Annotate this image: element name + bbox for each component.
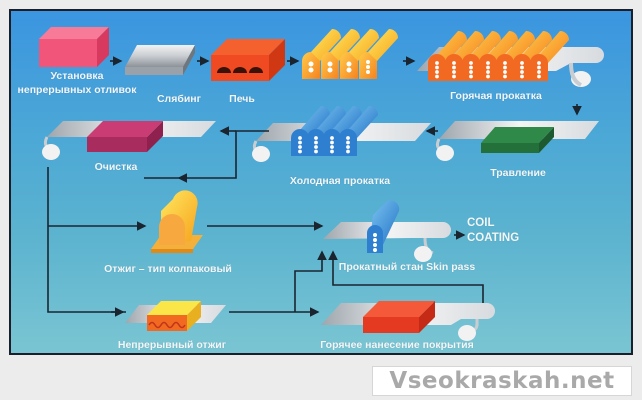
roller-icon bbox=[339, 106, 378, 156]
label-line: Установка bbox=[50, 70, 104, 82]
label-line: непрерывных отливок bbox=[17, 84, 137, 96]
hot-rolling-rollers bbox=[428, 31, 569, 81]
cold-rolling-rollers bbox=[291, 106, 378, 156]
hot-dip-coating-icon bbox=[321, 301, 495, 341]
roller-icon bbox=[307, 106, 346, 156]
watermark: Vseokraskah.net bbox=[372, 366, 632, 396]
flow-line bbox=[328, 250, 484, 307]
slab-icon bbox=[125, 45, 195, 75]
roller-icon bbox=[479, 31, 518, 81]
cleaning-line-icon bbox=[42, 121, 216, 160]
roller-icon bbox=[513, 31, 552, 81]
label-cleaning: Очистка bbox=[94, 161, 138, 173]
pickling-line-icon bbox=[435, 121, 599, 161]
roller-icon bbox=[291, 106, 330, 156]
roller-icon bbox=[462, 31, 501, 81]
flow-line bbox=[47, 167, 126, 313]
label-skin-pass: Прокатный стан Skin pass bbox=[338, 261, 476, 273]
label-pickling: Травление bbox=[490, 167, 546, 179]
casting-block-icon bbox=[39, 27, 109, 67]
process-diagram: Установка непрерывных отливок Слябинг Пе… bbox=[9, 9, 633, 355]
label-hot-dip-coating: Горячее нанесение покрытия bbox=[320, 339, 474, 351]
furnace-icon bbox=[211, 39, 285, 81]
roughing-mill-icon bbox=[302, 29, 398, 79]
label-slabbing: Слябинг bbox=[156, 93, 202, 105]
roller-icon bbox=[445, 31, 484, 81]
label-continuous-annealing: Непрерывный отжиг bbox=[117, 339, 227, 351]
label-coil-coating: COIL COATING bbox=[467, 216, 519, 246]
skin-pass-mill-icon bbox=[323, 200, 451, 262]
diagram-graphics bbox=[39, 27, 604, 341]
label-continuous-casting: Установка непрерывных отливок bbox=[15, 69, 139, 97]
roller-icon bbox=[428, 31, 467, 81]
flow-line bbox=[294, 250, 327, 312]
label-line: COIL bbox=[467, 217, 495, 229]
label-batch-annealing: Отжиг – тип колпаковый bbox=[104, 263, 232, 275]
continuous-annealing-icon bbox=[125, 301, 226, 331]
label-cold-rolling: Холодная прокатка bbox=[289, 175, 391, 187]
batch-annealing-icon bbox=[151, 190, 203, 253]
roller-icon bbox=[323, 106, 362, 156]
label-line: COATING bbox=[467, 232, 520, 244]
label-hot-rolling: Горячая прокатка bbox=[450, 90, 542, 102]
label-furnace: Печь bbox=[229, 93, 255, 105]
roller-icon bbox=[496, 31, 535, 81]
roller-icon bbox=[530, 31, 569, 81]
flow-line bbox=[144, 130, 269, 179]
